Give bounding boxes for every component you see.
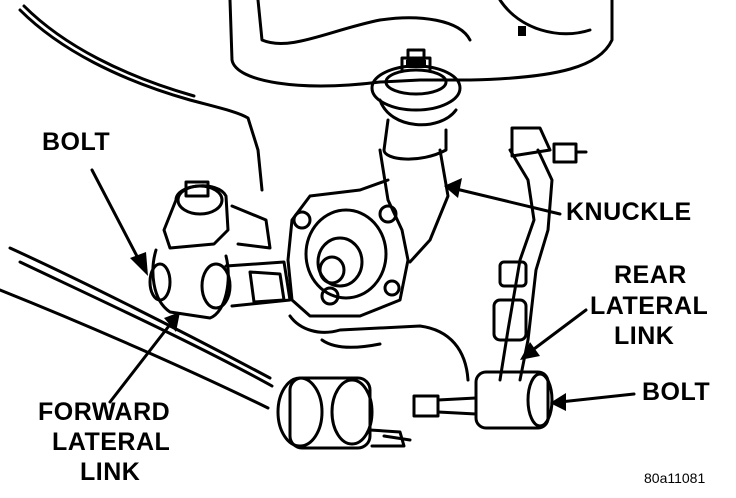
label-link-rear: LINK — [614, 322, 675, 350]
label-bolt-right: BOLT — [642, 378, 711, 406]
label-link-forward: LINK — [80, 458, 141, 486]
strut-tower — [228, 0, 614, 88]
label-bolt-left: BOLT — [42, 128, 111, 156]
hub — [304, 208, 388, 300]
arrow-bolt-right — [558, 392, 636, 404]
label-knuckle: KNUCKLE — [566, 198, 692, 226]
arrow-bolt-left — [90, 168, 142, 264]
forward-lateral-link — [8, 246, 272, 380]
arrow-rear-link — [528, 308, 588, 354]
arrowhead-bolt-left — [130, 252, 148, 276]
arrowhead-forward-link — [164, 312, 180, 332]
label-forward: FORWARD — [38, 398, 171, 426]
rear-lateral-link — [498, 148, 536, 382]
arrow-knuckle — [450, 186, 562, 216]
leader-lines — [90, 168, 636, 404]
arrowhead-bolt-right — [550, 393, 566, 411]
lower-bushing — [288, 376, 372, 450]
arrow-forward-link — [108, 320, 174, 404]
label-lateral-rear: LATERAL — [590, 292, 709, 320]
rear-bushing — [474, 370, 550, 430]
arrowhead-knuckle — [444, 178, 462, 198]
knuckle-body — [286, 148, 410, 318]
label-rear: REAR — [614, 261, 687, 289]
brake-line — [18, 8, 264, 192]
strut-mount — [370, 64, 462, 112]
arrowhead-rear-link — [520, 342, 540, 360]
figure-id: 80a11081 — [644, 470, 706, 486]
label-lateral-forward: LATERAL — [52, 428, 171, 456]
